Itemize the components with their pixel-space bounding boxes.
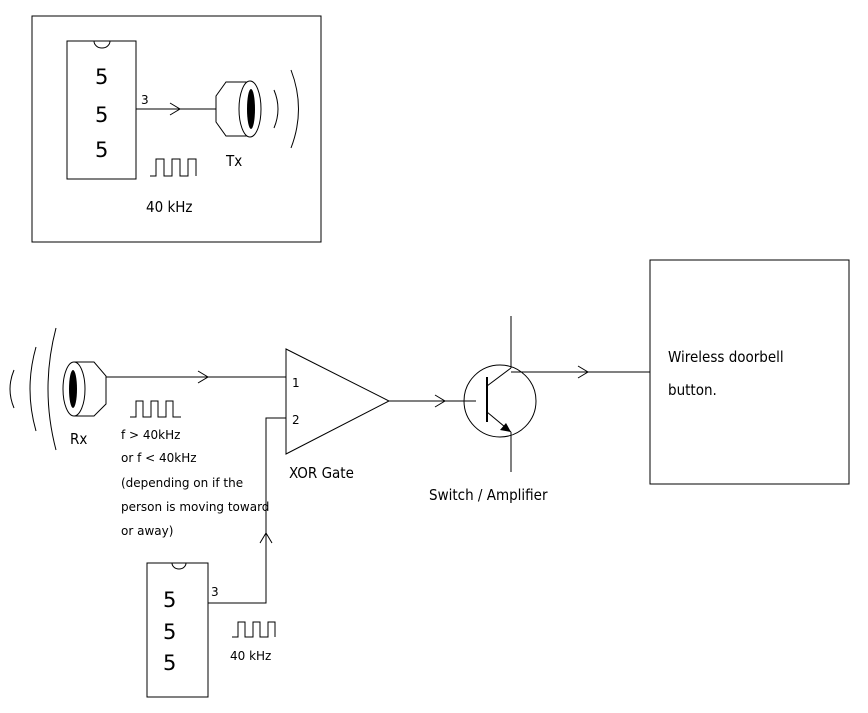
rx-arrow [197,370,209,384]
lo-pin-label: 3 [211,585,219,599]
tx-square-wave-icon [150,158,197,177]
transmitter-section: 5 5 5 3 Tx 40 kHz [31,15,322,243]
tx-chip-digit-3: 5 [95,138,108,162]
tx-freq-label: 40 kHz [146,198,193,216]
tx-555-chip [66,40,137,180]
xor-gate-section: 1 2 XOR Gate [285,348,476,482]
transistor-emitter-arrow [500,423,511,432]
transistor-icon [463,364,537,438]
rx-label: Rx [70,430,87,448]
xor-gate-label: XOR Gate [289,464,354,482]
receiver-section: Rx f > 40kHz or f < 40kHz (depending on … [9,327,286,538]
xor-pin-2-label: 2 [292,413,300,427]
tx-wave-icon-2 [290,69,299,149]
lo-chip-digit-1: 5 [163,588,176,612]
local-oscillator-section: 5 5 5 3 40 kHz [146,417,286,698]
tx-transducer-icon [215,80,262,138]
transistor-section: Switch / Amplifier [429,316,650,504]
doorbell-section: Wireless doorbell button. [649,259,850,485]
lo-square-wave-icon [232,621,276,638]
tx-wave-icon-1 [273,89,279,129]
lo-chip-digit-2: 5 [163,620,176,644]
transistor-output-arrow [577,365,589,379]
switch-label: Switch / Amplifier [429,486,548,504]
lo-arrow [259,532,273,544]
tx-pin-label: 3 [141,93,149,107]
xor-gate-symbol [285,348,391,455]
rx-freq-line-5: or away) [121,524,173,538]
transmitter-frame [31,15,322,243]
xor-pin-1-label: 1 [292,376,300,390]
transistor-collector [486,367,512,387]
tx-chip-digit-1: 5 [95,65,108,89]
xor-output-arrow [434,394,446,408]
lo-chip-digit-3: 5 [163,651,176,675]
rx-square-wave-icon [130,400,181,418]
lo-555-chip [146,562,209,698]
doorbell-box [649,259,850,485]
doorbell-label-line-1: Wireless doorbell [668,348,784,366]
tx-chip-digit-2: 5 [95,103,108,127]
lo-wire [208,417,286,604]
rx-wave-icon-1 [9,369,15,409]
lo-chip-notch [171,562,187,570]
rx-freq-line-4: person is moving toward [121,500,269,514]
doorbell-label-line-2: button. [668,381,717,399]
rx-freq-line-1: f > 40kHz [121,428,180,442]
rx-freq-line-2: or f < 40kHz [121,451,197,465]
rx-wave-icon-2 [29,346,37,432]
tx-label: Tx [225,152,242,170]
tx-arrow [169,102,181,116]
rx-freq-line-3: (depending on if the [121,476,243,490]
rx-wave-icon-3 [47,327,57,451]
tx-chip-notch [93,40,111,49]
lo-freq-label: 40 kHz [230,649,271,663]
rx-transducer-icon [62,361,107,417]
